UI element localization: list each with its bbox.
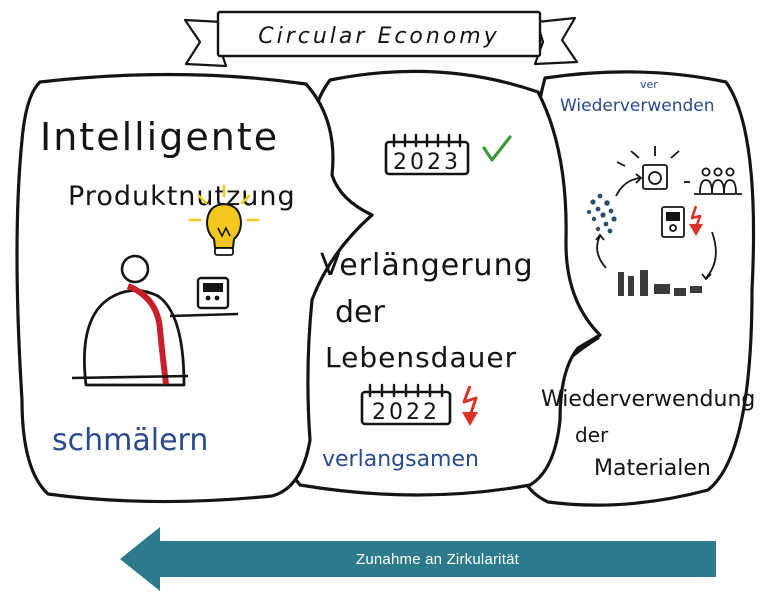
circularity-arrow-label: Zunahme an Zirkularität xyxy=(355,550,519,568)
left-title-line1: Intelligente xyxy=(40,115,279,159)
middle-bottom-label: verlangsamen xyxy=(322,447,479,472)
device-icon xyxy=(169,276,239,318)
left-title-line2: Produktnutzung xyxy=(68,181,296,212)
left-bottom-label: schmälern xyxy=(52,423,208,458)
right-title-line2: der xyxy=(575,423,609,447)
check-icon xyxy=(482,135,512,162)
middle-title-line3: Lebensdauer xyxy=(325,341,517,374)
right-top-label-insert: ver xyxy=(640,78,658,91)
down-arrow-icon xyxy=(462,385,478,426)
right-title-line1: Wiederverwendung xyxy=(541,387,755,412)
lightbulb-icon xyxy=(188,184,260,256)
person-figure xyxy=(71,254,189,387)
calendar-bottom: 2022 xyxy=(360,383,452,426)
right-top-label: Wiederverwenden xyxy=(560,96,715,116)
banner-title: Circular Economy xyxy=(258,24,500,49)
circularity-arrow xyxy=(120,527,716,591)
calendar-bottom-year: 2022 xyxy=(372,400,440,425)
banner: Circular Economy xyxy=(183,10,579,68)
middle-title-line1: Verlängerung xyxy=(320,248,534,283)
recycling-cycle-icon xyxy=(587,146,742,296)
calendar-top-year: 2023 xyxy=(393,150,461,175)
calendar-top: 2023 xyxy=(384,133,470,176)
down-arrow-icon xyxy=(689,205,703,236)
middle-title-line2: der xyxy=(335,295,386,330)
panel-left xyxy=(15,72,374,504)
right-title-line3: Materialen xyxy=(594,456,711,481)
